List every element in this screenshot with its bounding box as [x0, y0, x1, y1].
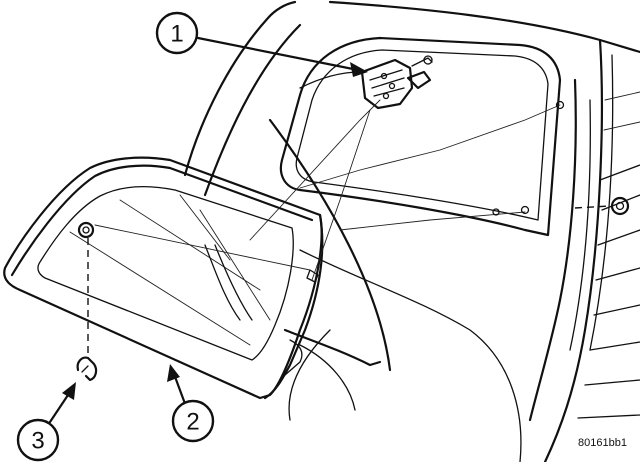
callout-2-circle	[171, 399, 215, 443]
callout-2-label: 2	[186, 409, 199, 436]
alignment-lines	[87, 99, 565, 358]
callout-1: 1	[155, 11, 368, 77]
latch-hinge-assembly	[299, 55, 433, 110]
callout-1-circle	[155, 11, 199, 55]
callout-1-arrow	[196, 36, 360, 72]
callout-3-label: 3	[31, 428, 44, 455]
callout-2-arrowhead	[167, 364, 180, 382]
callout-1-arrowhead	[350, 62, 368, 77]
figure-code: 80161bb1	[578, 437, 627, 449]
mounting-bolt	[574, 196, 630, 216]
callout-3-circle	[16, 418, 60, 462]
callout-2: 2	[167, 364, 215, 443]
body-window-opening	[279, 36, 640, 422]
callout-1-label: 1	[170, 21, 183, 48]
callout-3: 3	[16, 382, 76, 462]
vehicle-body	[183, 0, 640, 462]
retaining-clip	[76, 356, 98, 382]
quarter-glass-panel	[3, 156, 324, 400]
callout-3-arrowhead	[62, 382, 76, 400]
callout-3-arrow	[48, 390, 72, 424]
